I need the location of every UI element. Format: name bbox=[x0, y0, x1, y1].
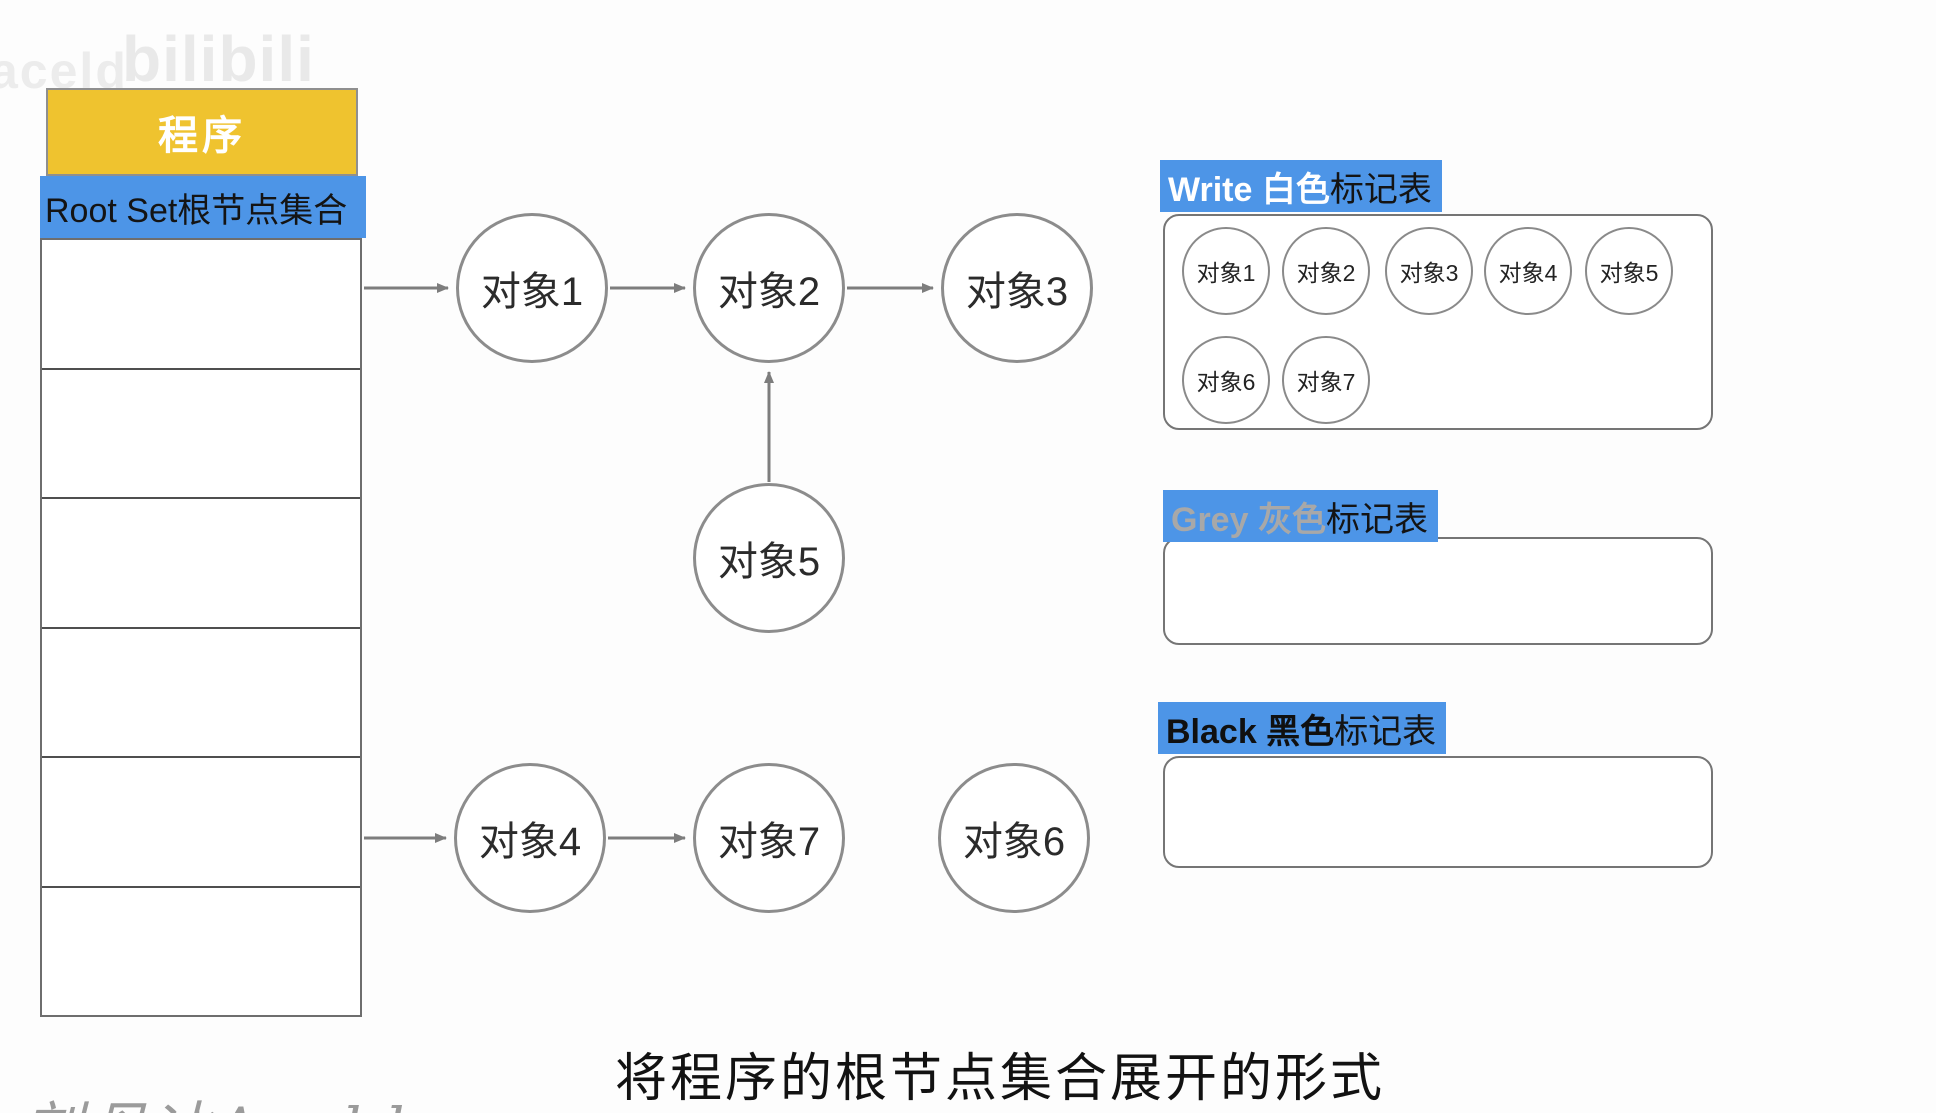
white-item-obj4: 对象4 bbox=[1484, 227, 1572, 315]
graph-node-obj5: 对象5 bbox=[693, 483, 845, 633]
grey-table-box bbox=[1163, 537, 1713, 645]
memory-cell bbox=[42, 240, 360, 370]
memory-cell bbox=[42, 499, 360, 629]
memory-cell bbox=[42, 629, 360, 758]
graph-node-obj2: 对象2 bbox=[693, 213, 845, 363]
black-table-title-rest: 标记表 bbox=[1334, 712, 1437, 751]
graph-node-obj6: 对象6 bbox=[938, 763, 1090, 913]
white-item-obj1: 对象1 bbox=[1182, 227, 1270, 315]
graph-node-obj1: 对象1 bbox=[456, 213, 608, 363]
grey-table-title: Grey 灰色标记表 bbox=[1163, 490, 1438, 542]
white-item-obj2: 对象2 bbox=[1282, 227, 1370, 315]
memory-table bbox=[40, 238, 362, 1017]
root-set-label: Root Set根节点集合 bbox=[40, 176, 366, 238]
bilibili-logo: bilibili bbox=[122, 23, 315, 95]
memory-cell bbox=[42, 888, 360, 1016]
memory-cell bbox=[42, 758, 360, 888]
black-table-title: Black 黑色标记表 bbox=[1158, 702, 1447, 754]
white-item-obj3: 对象3 bbox=[1385, 227, 1473, 315]
white-item-obj7: 对象7 bbox=[1282, 336, 1370, 424]
caption: 将程序的根节点集合展开的形式 bbox=[614, 1050, 1385, 1108]
graph-node-obj4: 对象4 bbox=[454, 763, 606, 913]
watermark-author: 刘丹冰Aceld bbox=[24, 1082, 410, 1113]
white-table-title-rest: 标记表 bbox=[1329, 170, 1432, 209]
program-header: 程序 bbox=[46, 88, 358, 176]
black-table-box bbox=[1163, 756, 1713, 868]
black-table-title-highlight: Black 黑色 bbox=[1166, 712, 1335, 751]
white-item-obj5: 对象5 bbox=[1585, 227, 1673, 315]
graph-node-obj7: 对象7 bbox=[693, 763, 845, 913]
grey-table-title-rest: 标记表 bbox=[1325, 500, 1428, 539]
white-table-title: Write 白色标记表 bbox=[1160, 160, 1442, 212]
graph-node-obj3: 对象3 bbox=[941, 213, 1093, 363]
memory-cell bbox=[42, 370, 360, 499]
grey-table-title-highlight: Grey 灰色 bbox=[1171, 500, 1326, 539]
white-item-obj6: 对象6 bbox=[1182, 336, 1270, 424]
white-table-title-highlight: Write 白色 bbox=[1168, 170, 1330, 209]
